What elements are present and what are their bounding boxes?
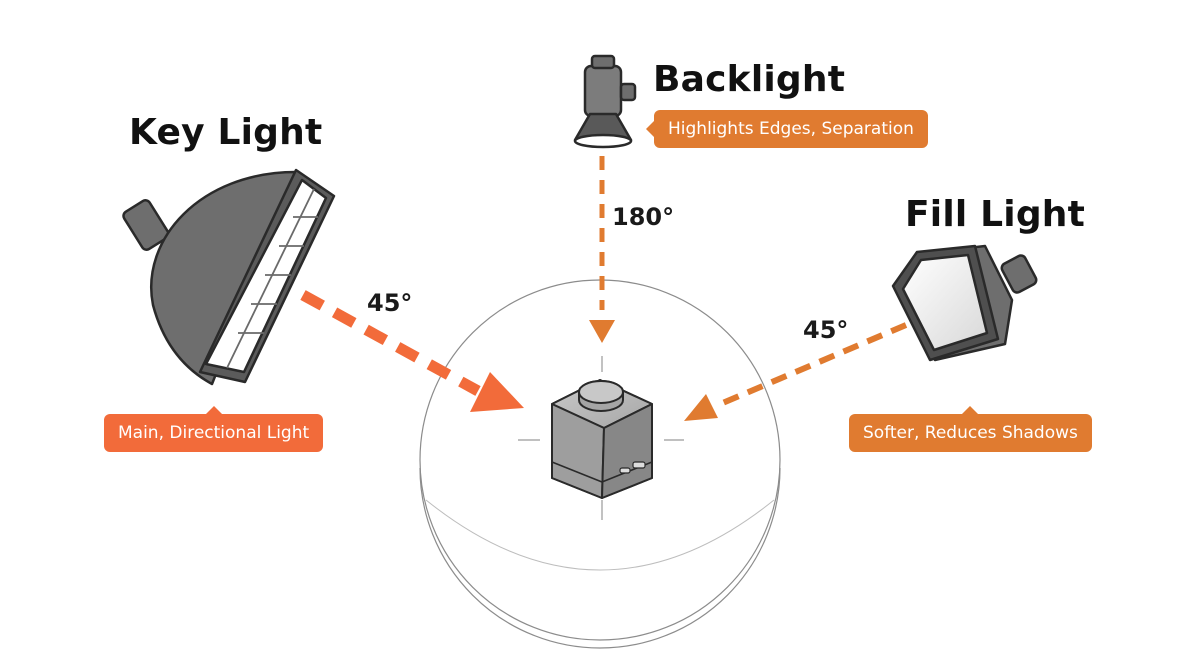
fill-light-title: Fill Light bbox=[905, 194, 1086, 235]
badge-pointer bbox=[646, 121, 654, 137]
key-light-title: Key Light bbox=[129, 112, 323, 153]
backlight-description: Highlights Edges, Separation bbox=[668, 119, 914, 139]
badge-pointer bbox=[962, 406, 979, 414]
fill-light-description-badge: Softer, Reduces Shadows bbox=[849, 406, 1092, 452]
key-light-description-badge: Main, Directional Light bbox=[104, 406, 324, 452]
key-light-arrow bbox=[300, 290, 524, 412]
backlight-description-badge: Highlights Edges, Separation bbox=[646, 110, 928, 148]
fill-light-angle-label: 45° bbox=[803, 316, 849, 344]
backlight-fixture-icon bbox=[573, 54, 637, 149]
subject-cube bbox=[551, 379, 653, 499]
key-light-description: Main, Directional Light bbox=[118, 423, 310, 443]
fill-light-fixture-icon bbox=[891, 244, 1038, 362]
fill-light-description: Softer, Reduces Shadows bbox=[863, 423, 1078, 443]
backlight-title: Backlight bbox=[653, 59, 846, 100]
backlight-arrow bbox=[589, 156, 615, 343]
key-light-fixture-icon bbox=[122, 168, 336, 386]
center-crosshair bbox=[518, 356, 684, 520]
fill-light-arrow bbox=[684, 322, 908, 421]
key-light-angle-label: 45° bbox=[367, 289, 413, 317]
backlight-angle-label: 180° bbox=[612, 203, 675, 231]
badge-pointer bbox=[205, 406, 222, 414]
